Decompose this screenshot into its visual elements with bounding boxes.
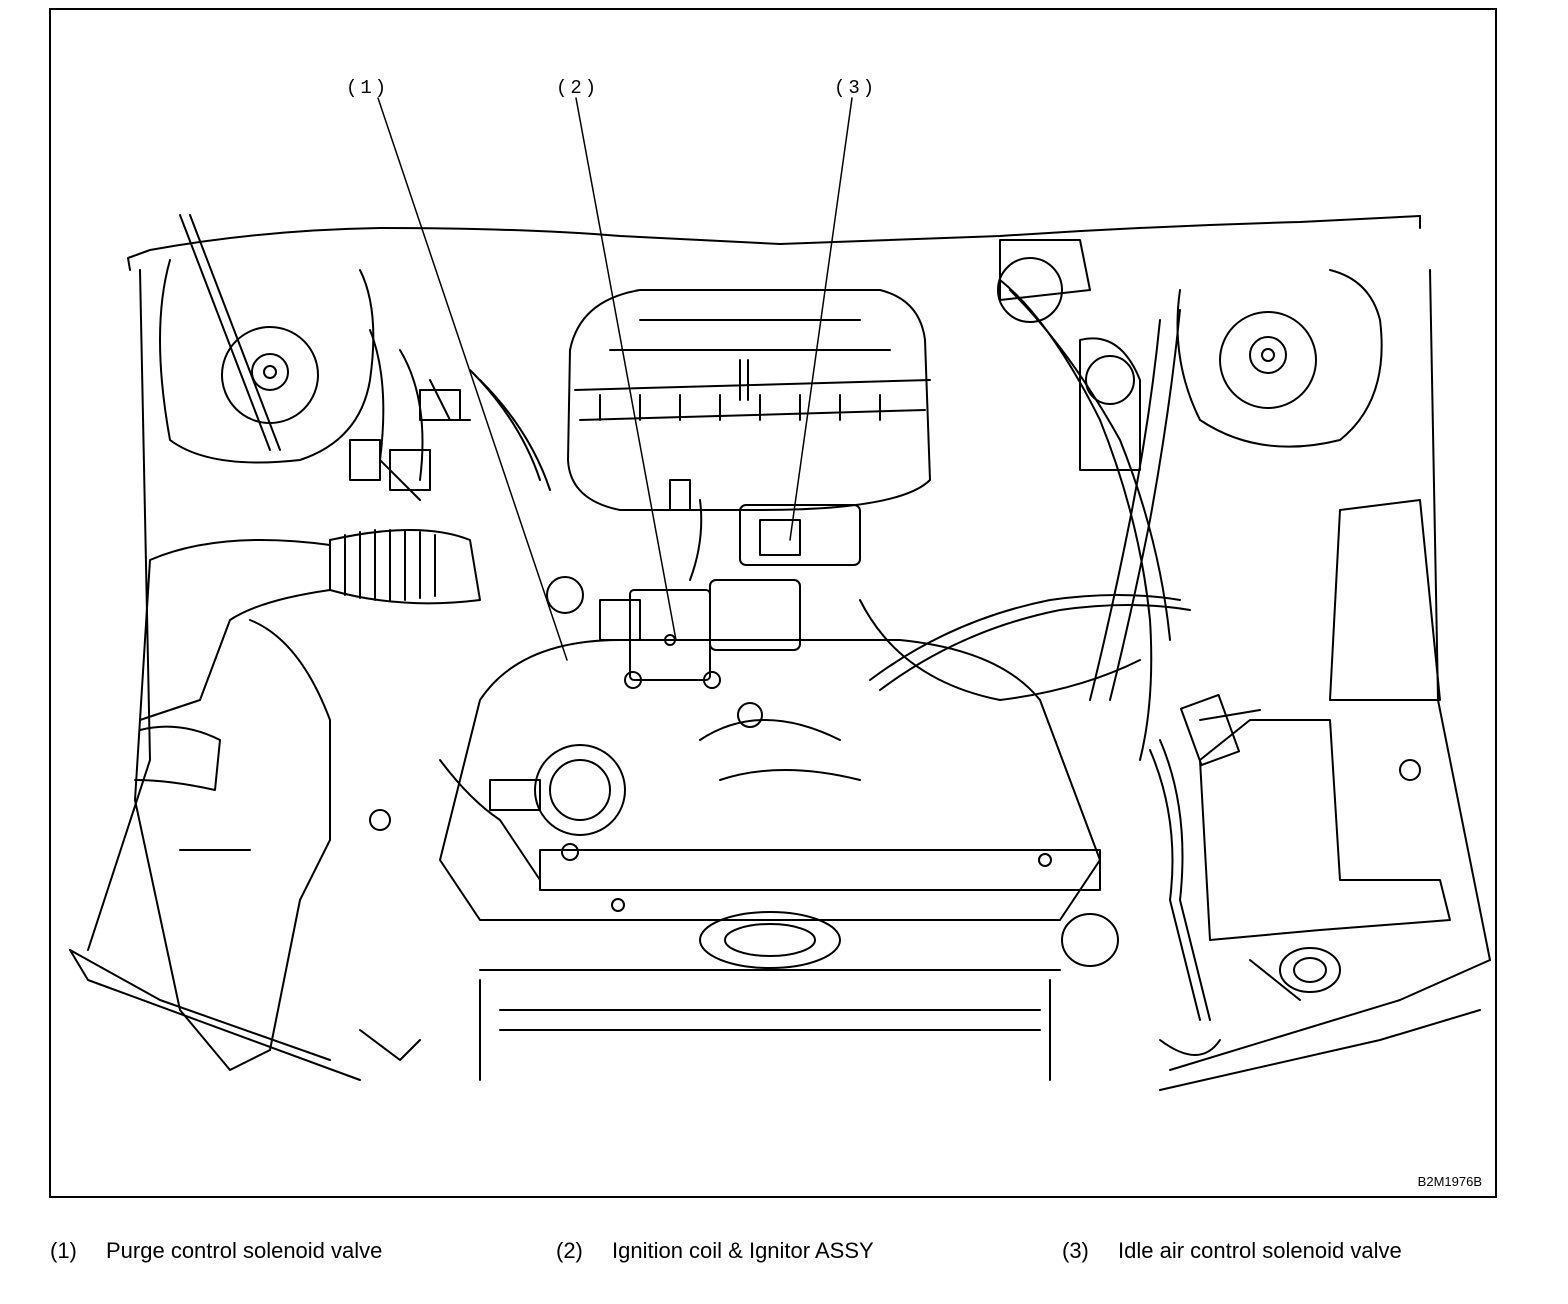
callout-2-label: (2) [556,77,600,99]
leader-lines [377,97,853,661]
body-outline [69,215,1491,1091]
right-strut-tower [1176,269,1383,448]
diagram-frame [49,8,1497,1198]
throttle-components [546,479,861,689]
air-intake-duct [134,214,481,1071]
engine-block [439,639,1101,969]
legend-text: Purge control solenoid valve [106,1238,383,1263]
legend-text: Idle air control solenoid valve [1118,1238,1402,1263]
legend-item-3: (3) Idle air control solenoid valve [1062,1238,1402,1264]
legend-num: (2) [556,1238,583,1263]
intake-plenum [567,289,931,511]
misc-hoses-left [349,329,551,881]
legend-num: (3) [1062,1238,1089,1263]
legend-item-1: (1) Purge control solenoid valve [50,1238,382,1264]
figure-code: B2M1976B [1417,1174,1482,1189]
radiator-support [359,913,1341,1081]
wiring-harness [859,279,1211,1021]
legend-num: (1) [50,1238,77,1263]
left-strut-tower [159,259,375,464]
legend-text: Ignition coil & Ignitor ASSY [612,1238,874,1263]
battery [1179,499,1451,941]
callout-1-label: (1) [346,77,390,99]
callout-3-label: (3) [834,77,878,99]
legend-item-2: (2) Ignition coil & Ignitor ASSY [556,1238,874,1264]
right-rear-components [997,239,1141,471]
